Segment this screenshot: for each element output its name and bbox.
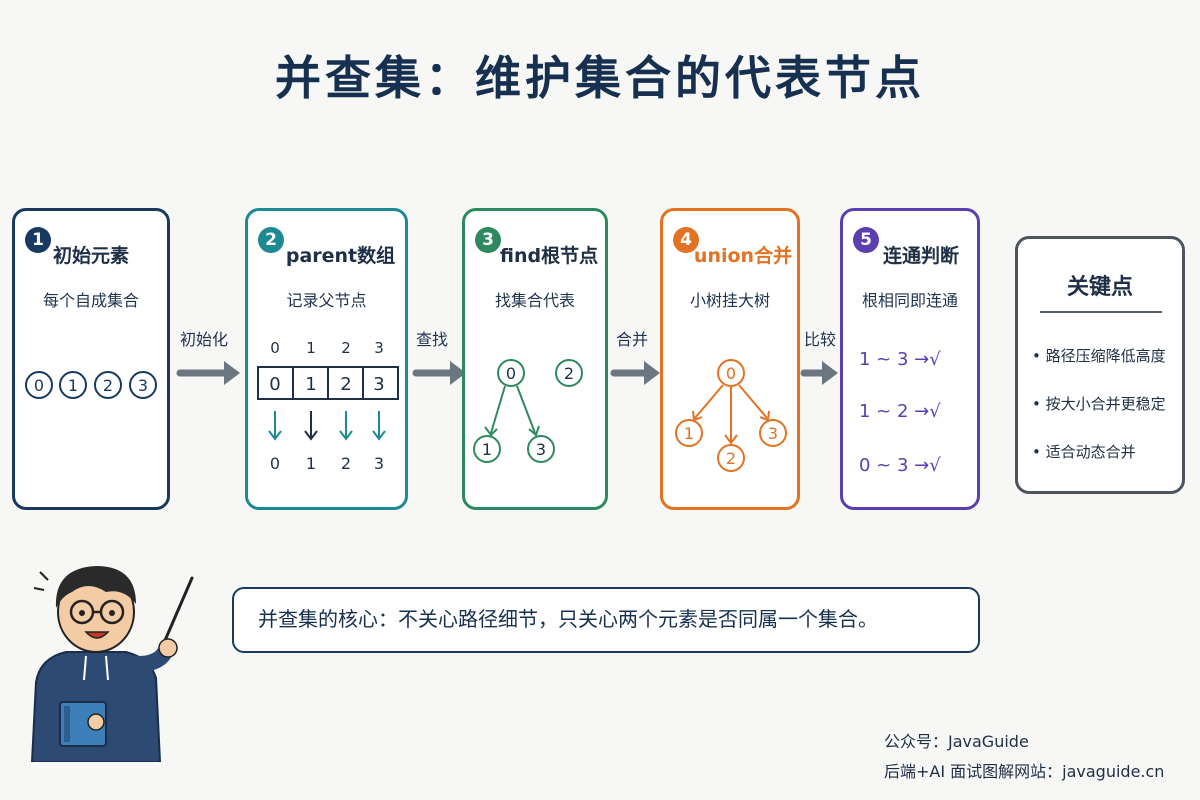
step-title-5: 连通判断 [882,245,959,267]
array-result: 2 [341,454,351,473]
key-point-item: • 按大小合并更稳定 [1032,395,1166,413]
step-badge-1: 1 [25,227,51,253]
union-child-node [759,419,787,447]
node-label: 2 [564,364,574,383]
node-label: 3 [536,440,546,459]
step-badge-5: 5 [853,227,879,253]
array-result: 0 [270,454,280,473]
tree-right-node [527,435,555,463]
step-title-3: find根节点 [499,245,599,267]
array-value: 3 [373,374,384,395]
step-card-1: 1 初始元素 每个自成集合 0 1 2 3 [12,208,170,510]
step-card-4: 4 union合并 小树挂大树 0 1 2 3 [660,208,800,510]
core-note: 并查集的核心：不关心路径细节，只关心两个元素是否同属一个集合。 [232,587,980,653]
step-badge-4: 4 [673,227,699,253]
key-points-box: 关键点 • 路径压缩降低高度 • 按大小合并更稳定 • 适合动态合并 [1015,236,1185,494]
array-result: 1 [306,454,316,473]
array-cells [257,366,399,400]
element-label: 2 [103,376,113,395]
key-point-item: • 路径压缩降低高度 [1032,347,1166,365]
tree-left-node [473,435,501,463]
array-value: 2 [340,374,351,395]
step-card-2: 2 parent数组 记录父节点 0 1 2 3 0 1 2 3 [245,208,408,510]
flow-arrow-2 [412,361,466,385]
element-label: 1 [68,376,78,395]
union-child-node [675,419,703,447]
step-card-3: 3 find根节点 找集合代表 0 2 1 3 [462,208,608,510]
arrow-label-init: 初始化 [180,330,229,349]
key-points-divider [1040,311,1162,313]
node-label: 1 [482,440,492,459]
arrow-label-find: 查找 [416,330,449,349]
find-tree: 0 2 1 3 [473,359,583,463]
union-child-node [717,444,745,472]
tree-root-node [497,359,525,387]
element-node-2 [94,371,122,399]
flow-arrow-1 [176,361,240,385]
step-subtitle-2: 记录父节点 [286,291,367,310]
step-subtitle-1: 每个自成集合 [42,291,139,310]
array-index: 1 [306,339,316,357]
check-row: 1 ~ 2 →√ [859,401,941,422]
node-label: 0 [506,364,516,383]
array-result: 3 [374,454,384,473]
element-node-0 [25,371,53,399]
element-label: 3 [138,376,148,395]
initial-elements: 0 1 2 3 [25,371,157,399]
check-row: 1 ~ 3 →√ [859,349,941,370]
step-subtitle-3: 找集合代表 [494,291,575,310]
page-title: 并查集：维护集合的代表节点 [275,51,925,105]
element-node-3 [129,371,157,399]
arrow-label-compare: 比较 [804,330,837,349]
check-row: 0 ~ 3 →√ [859,455,941,476]
flow-arrow-3 [610,361,660,385]
step-badge-3: 3 [475,227,501,253]
teacher-illustration [30,566,194,762]
book-icon [59,701,107,747]
step-title-2: parent数组 [285,245,396,267]
node-label: 0 [726,364,736,383]
step-title-1: 初始元素 [52,245,129,267]
union-root-node [717,359,745,387]
key-points-title: 关键点 [1066,275,1133,300]
array-index: 2 [341,339,351,357]
array-value: 0 [269,374,280,395]
step-card-5: 5 连通判断 根相同即连通 1 ~ 3 →√ 1 ~ 2 →√ 0 ~ 3 →√ [840,208,980,510]
union-tree: 0 1 2 3 [675,359,787,472]
node-label: 2 [726,449,736,468]
step-subtitle-5: 根相同即连通 [861,291,958,310]
element-node-1 [59,371,87,399]
array-value: 1 [305,374,316,395]
step-title-4: union合并 [693,245,793,267]
key-point-item: • 适合动态合并 [1032,443,1136,461]
step-badge-2: 2 [258,227,284,253]
tree-solo-node [555,359,583,387]
footer-website: 后端+AI 面试图解网站：javaguide.cn [884,762,1165,781]
array-index: 0 [270,339,280,357]
flow-arrow-4 [800,361,838,385]
node-label: 3 [768,424,778,443]
parent-array: 0 1 2 3 0 1 2 3 0 1 [257,339,399,473]
array-index: 3 [374,339,384,357]
node-label: 1 [684,424,694,443]
footer-wechat: 公众号：JavaGuide [884,732,1029,751]
arrow-label-union: 合并 [616,330,649,349]
element-label: 0 [34,376,44,395]
step-subtitle-4: 小树挂大树 [689,291,770,310]
